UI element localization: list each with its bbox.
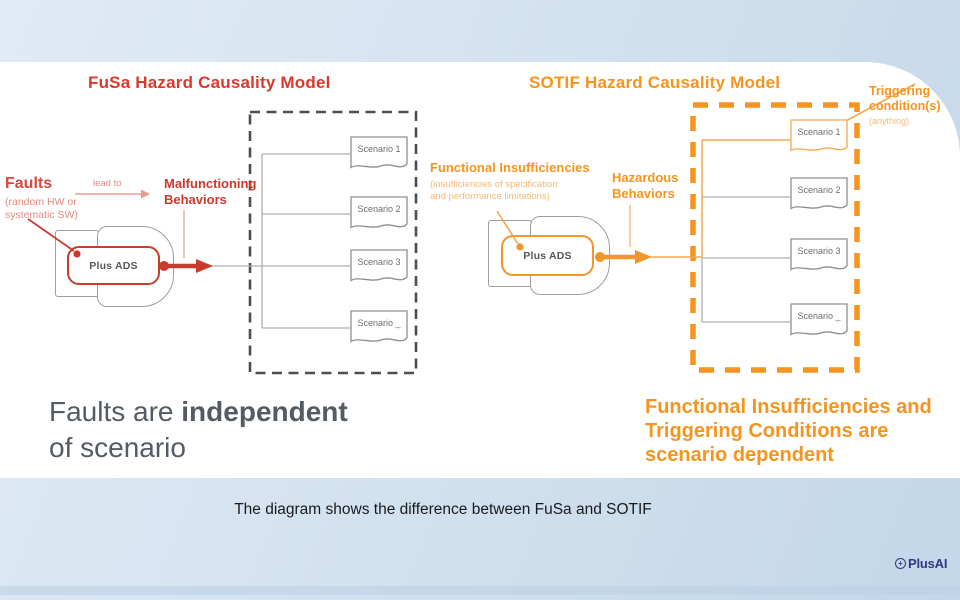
sotif-title-rest: Hazard Causality Model [580, 73, 781, 92]
malfunctioning-line2: Behaviors [164, 191, 227, 207]
fusa-scenario-1-label: Scenario 1 [357, 144, 401, 154]
faults-sub-line1: (random HW or [5, 196, 77, 208]
sotif-scenario-4-label: Scenario _ [797, 311, 841, 321]
anything-label: (anything) [869, 116, 910, 126]
malfunctioning-behaviors-label: Malfunctioning Behaviors [164, 176, 256, 207]
sotif-title-keyword: SOTIF [529, 73, 581, 92]
sotif-conclusion-keyword: dependent [732, 444, 834, 466]
fusa-title-keyword: FuSa [88, 73, 131, 92]
sotif-scenario-doc-4: Scenario _ [790, 303, 848, 343]
fusa-plus-ads-box: Plus ADS [67, 246, 160, 285]
faults-label: Faults [5, 175, 53, 192]
fusa-scenario-doc-1: Scenario 1 [350, 136, 408, 176]
sotif-conclusion: Functional Insufficiencies and Triggerin… [645, 395, 932, 467]
fusa-title: FuSa Hazard Causality Model [88, 73, 331, 93]
functional-insufficiencies-sublabel: (insufficiencies of specification and pe… [430, 179, 558, 202]
plusai-logo-text: PlusAI [908, 556, 948, 571]
fi-sub-line2: and performance limitations) [430, 190, 550, 202]
sotif-scenario-doc-3: Scenario 3 [790, 238, 848, 278]
document-icon [790, 177, 848, 210]
document-icon [350, 310, 408, 343]
hazardous-line2: Behaviors [612, 186, 675, 201]
sotif-scenario-1-label: Scenario 1 [797, 127, 841, 137]
fusa-scenario-doc-4: Scenario _ [350, 310, 408, 350]
sotif-scenario-doc-1: Scenario 1 [790, 119, 848, 159]
fusa-conclusion-line2: of scenario [49, 432, 186, 463]
fusa-scenario-doc-3: Scenario 3 [350, 249, 408, 289]
lead-to-label: lead to [93, 178, 122, 189]
sotif-title: SOTIF Hazard Causality Model [529, 73, 780, 93]
fusa-conclusion: Faults are independent of scenario [49, 394, 348, 466]
sotif-conclusion-line1: Functional Insufficiencies and [645, 396, 932, 418]
sotif-plus-ads-box: Plus ADS [501, 235, 594, 276]
sotif-scenario-doc-2: Scenario 2 [790, 177, 848, 217]
plusai-logo: + PlusAI [895, 556, 947, 571]
plusai-logo-icon: + [895, 558, 906, 569]
fusa-title-rest: Hazard Causality Model [130, 73, 331, 92]
trigger-line2: condition(s) [869, 99, 941, 113]
hazardous-line1: Hazardous [612, 170, 679, 185]
faults-sublabel: (random HW or systematic SW) [5, 196, 78, 222]
document-icon [350, 136, 408, 169]
hazardous-behaviors-label: Hazardous Behaviors [612, 170, 678, 202]
sotif-plus-ads-label: Plus ADS [523, 249, 572, 262]
bottom-accent-band [0, 586, 960, 595]
fusa-conclusion-pre: Faults are [49, 396, 182, 427]
fusa-scenario-doc-2: Scenario 2 [350, 196, 408, 236]
sotif-scenario-3-label: Scenario 3 [797, 246, 841, 256]
sotif-conclusion-line2: Triggering Conditions are [645, 420, 889, 442]
fusa-conclusion-keyword: independent [181, 396, 348, 427]
trigger-line1: Triggering [869, 84, 931, 98]
fusa-scenario-3-label: Scenario 3 [357, 257, 401, 267]
sotif-conclusion-pre: scenario [645, 444, 733, 466]
document-icon [790, 303, 848, 336]
fi-sub-line1: (insufficiencies of specification [430, 179, 558, 190]
document-icon [350, 249, 408, 282]
document-icon [790, 238, 848, 271]
document-icon [790, 119, 848, 152]
fusa-plus-ads-label: Plus ADS [89, 259, 138, 272]
functional-insufficiencies-label: Functional Insufficiencies [430, 160, 590, 175]
triggering-conditions-label: Triggering condition(s) [869, 84, 941, 114]
sotif-scenario-2-label: Scenario 2 [797, 185, 841, 195]
document-icon [350, 196, 408, 229]
fusa-scenario-2-label: Scenario 2 [357, 204, 401, 214]
malfunctioning-line1: Malfunctioning [164, 176, 257, 191]
fusa-scenario-4-label: Scenario _ [357, 318, 401, 328]
caption: The diagram shows the difference between… [234, 501, 652, 518]
faults-sub-line2: systematic SW) [5, 209, 78, 221]
